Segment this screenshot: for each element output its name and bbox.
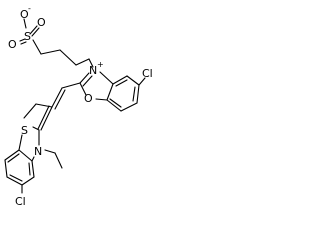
- bond-bridge-3: [40, 106, 53, 131]
- atom-o-ring: O: [84, 92, 93, 105]
- bond-bridge-2: [51, 87, 63, 108]
- atom-n-plus: N: [89, 64, 97, 77]
- bond-c3a-c7a: [106, 83, 114, 101]
- bond-ar-r3: [136, 84, 140, 104]
- atom-s-ring: S: [21, 124, 28, 137]
- atom-sulfur: S: [24, 30, 31, 43]
- bond-bridge-2-double: [54, 89, 66, 110]
- atom-o-top: O: [37, 16, 46, 29]
- bond-s-o-minus: [23, 18, 27, 29]
- bond-ar-l5: [31, 160, 35, 178]
- bond-s-o-top-double: [31, 27, 40, 37]
- bond-ar-l4: [21, 176, 35, 186]
- bond-c2-o: [79, 82, 87, 96]
- bond-s-o-left: [19, 38, 26, 42]
- bond-bridge-3-double: [37, 105, 50, 130]
- atom-n-left: N: [34, 145, 42, 158]
- atom-o-minus: O: [20, 8, 29, 21]
- bond-c2-s: [32, 126, 40, 131]
- bond-ar-r1-inner: [115, 79, 128, 87]
- bond-chain-5: [88, 58, 94, 68]
- bond-chain-1: [32, 39, 42, 55]
- bond-n-ethyl-2: [54, 152, 63, 169]
- bond-n-c3a-left: [31, 156, 35, 162]
- bond-chain-2: [40, 49, 61, 55]
- bond-chain-3: [59, 49, 77, 66]
- charge-plus: +: [97, 60, 104, 69]
- bond-c-cl-right: [138, 77, 146, 86]
- bond-c3a-c7a-left: [18, 149, 33, 162]
- bond-chain-4: [75, 58, 90, 66]
- bond-ar-l1-inner: [7, 153, 20, 163]
- bond-ethyl-2: [23, 103, 37, 119]
- bond-ar-r4: [120, 102, 138, 112]
- bond-n-c3a: [99, 71, 114, 85]
- bond-s-o-top: [29, 25, 38, 35]
- bond-ar-l3-inner: [9, 174, 23, 182]
- bond-ar-r1: [112, 75, 128, 85]
- bond-ar-l2: [4, 159, 8, 178]
- atom-cl-right: Cl: [142, 67, 153, 80]
- charge-minus: -: [28, 4, 31, 13]
- bond-ar-l5-inner: [28, 162, 31, 176]
- atom-o-left: O: [8, 38, 17, 51]
- bond-ar-r3-inner: [132, 86, 136, 102]
- bond-ar-r2: [126, 75, 140, 86]
- bond-n-c2: [79, 72, 90, 84]
- bond-ethyl-1: [35, 103, 53, 108]
- bond-s-c7a: [18, 134, 23, 151]
- bond-bridge-1: [61, 82, 81, 89]
- bond-ar-r5-inner: [109, 98, 122, 108]
- bond-ar-l3: [6, 176, 23, 186]
- bond-ar-l1: [4, 149, 20, 161]
- atom-label-layer: O - S O O N + Cl O S N Cl: [8, 4, 153, 208]
- atom-cl-bottom: Cl: [15, 195, 26, 208]
- chemical-structure: O - S O O N + Cl O S N Cl: [4, 4, 153, 208]
- bond-layer: [4, 18, 146, 194]
- bond-s-o-left-double: [20, 41, 27, 45]
- bond-n-c2-double: [82, 75, 93, 87]
- bond-n-ethyl-1: [44, 149, 56, 154]
- bond-ar-r5: [106, 99, 122, 112]
- bond-o-c7a: [95, 98, 108, 101]
